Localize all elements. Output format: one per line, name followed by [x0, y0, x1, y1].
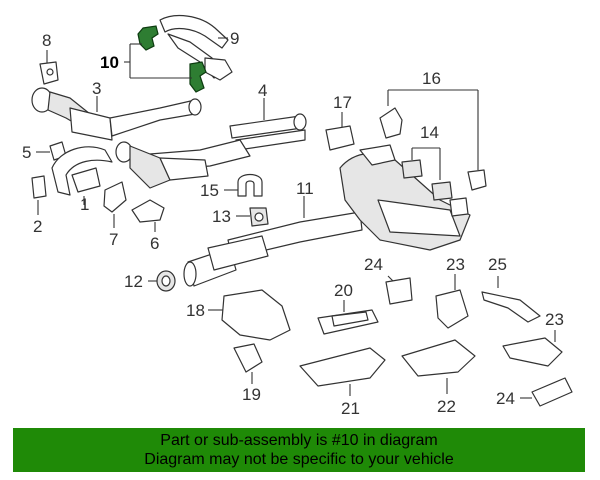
part-13-isolator: [236, 207, 269, 227]
part-7-bracket: [103, 181, 127, 228]
notice-line-1: Part or sub-assembly is #10 in diagram: [160, 432, 438, 449]
part-10-hanger-highlight: [137, 25, 207, 93]
exhaust-parts-diagram: 1 2 3 4 5 6 7 8 9 10 11 12 13 14 15 16 1…: [22, 14, 573, 418]
part-22-heat-shield: [401, 339, 476, 394]
part-6-mount: [131, 199, 165, 232]
callout-14: 14: [420, 123, 439, 142]
callout-22: 22: [437, 397, 456, 416]
part-19-bracket: [233, 343, 263, 384]
callout-25: 25: [488, 255, 507, 274]
part-25-bracket: [481, 276, 541, 323]
part-20-heat-shield: [317, 300, 379, 335]
callout-6: 6: [150, 234, 159, 253]
callout-11: 11: [296, 179, 314, 198]
part-9-bracket: [159, 14, 233, 81]
callout-24b: 24: [496, 389, 515, 408]
part-notice-banner: Part or sub-assembly is #10 in diagram D…: [13, 428, 585, 472]
callout-10: 10: [100, 53, 119, 72]
callout-23a: 23: [446, 255, 465, 274]
callout-23b: 23: [545, 310, 564, 329]
part-21-heat-shield: [299, 347, 386, 396]
part-2-bracket: [31, 175, 47, 215]
part-8-bracket: [39, 50, 59, 85]
callout-21: 21: [341, 399, 360, 418]
part-3-front-catalyst-pipe: [31, 87, 202, 141]
callout-7: 7: [109, 230, 118, 249]
callout-13: 13: [212, 207, 231, 226]
callout-20: 20: [334, 281, 353, 300]
part-15-clamp: [224, 173, 263, 197]
part-23-brackets: [435, 274, 563, 367]
callout-15: 15: [200, 181, 219, 200]
callout-12: 12: [124, 272, 143, 291]
part-17-bracket: [325, 112, 355, 151]
callout-5: 5: [22, 143, 31, 162]
part-14-isolators: [401, 147, 453, 201]
callout-8: 8: [42, 31, 51, 50]
callout-17: 17: [333, 93, 352, 112]
part-12-ring: [148, 270, 176, 292]
second-catalyst: [115, 141, 209, 189]
part-16-hangers: [379, 89, 487, 217]
callout-16: 16: [422, 69, 441, 88]
callout-19: 19: [242, 385, 261, 404]
callout-2: 2: [33, 217, 42, 236]
part-11-main-exhaust: [183, 144, 471, 287]
callout-1: 1: [80, 195, 89, 214]
callout-24a: 24: [364, 255, 383, 274]
part-24-shields: [385, 275, 573, 407]
part-10-bracket-lines: [124, 43, 192, 79]
callout-18: 18: [186, 301, 205, 320]
notice-line-2: Diagram may not be specific to your vehi…: [144, 451, 454, 468]
callout-9: 9: [230, 29, 239, 48]
callout-4: 4: [258, 81, 267, 100]
part-1-heat-shield: [51, 146, 113, 205]
part-18-heat-shield: [208, 289, 291, 341]
callout-3: 3: [92, 79, 101, 98]
